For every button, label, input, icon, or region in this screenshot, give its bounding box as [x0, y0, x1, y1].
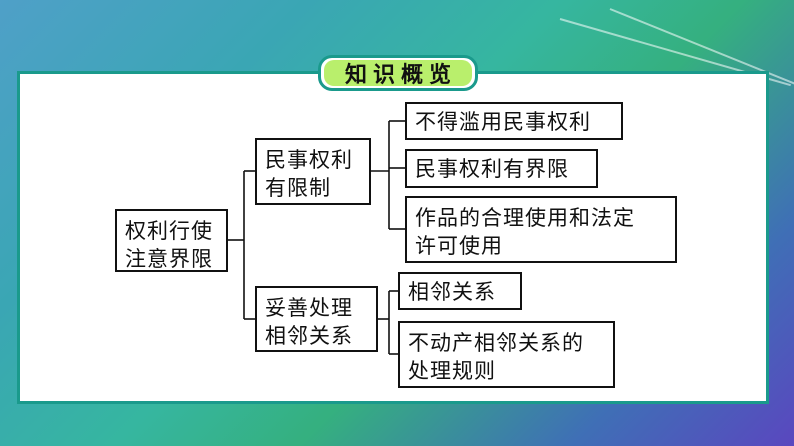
title-badge-inner: 知识概览 — [324, 60, 472, 88]
title-badge: 知识概览 — [318, 55, 478, 91]
leaf-node: 相邻关系 — [398, 272, 522, 310]
branch-node-neighbor-relations: 妥善处理 相邻关系 — [255, 286, 378, 352]
root-node: 权利行使 注意界限 — [115, 209, 228, 272]
branch-node-civil-rights: 民事权利 有限制 — [255, 138, 371, 205]
leaf-node: 民事权利有界限 — [405, 149, 598, 188]
page-title: 知识概览 — [344, 63, 457, 88]
leaf-node: 不动产相邻关系的 处理规则 — [398, 321, 615, 388]
leaf-node: 作品的合理使用和法定 许可使用 — [405, 196, 677, 263]
leaf-node: 不得滥用民事权利 — [405, 102, 623, 140]
